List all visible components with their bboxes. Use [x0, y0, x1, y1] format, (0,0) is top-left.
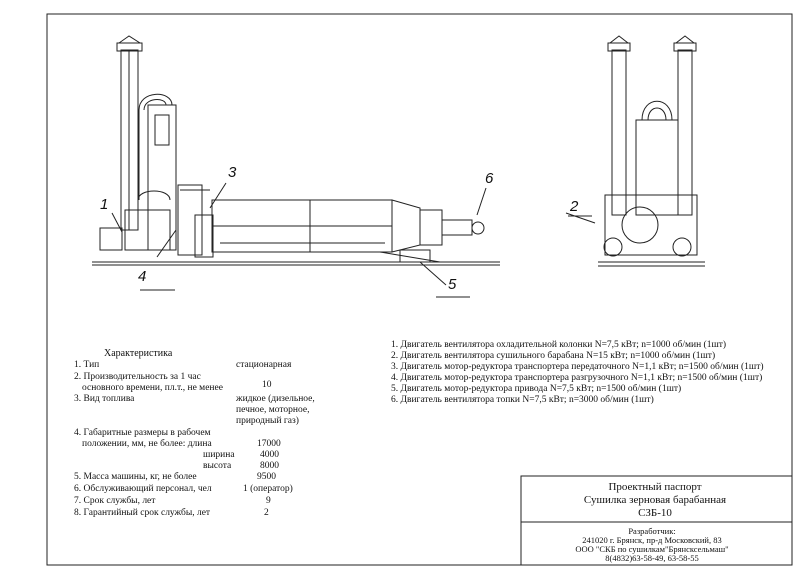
spec-value: 9 — [266, 496, 271, 506]
spec-label: положении, мм, не более: длина — [82, 439, 212, 449]
callout-3: 3 — [228, 164, 237, 181]
motor-item: 3. Двигатель мотор-редуктора транспортер… — [391, 362, 764, 372]
spec-label: 1. Тип — [74, 360, 100, 370]
fan-motor-2 — [603, 237, 623, 257]
callout-2: 2 — [570, 198, 579, 215]
motor-item: 5. Двигатель мотор-редуктора привода N=7… — [391, 384, 682, 394]
spec-value: природный газ) — [236, 416, 299, 426]
spec-label: ширина — [203, 450, 235, 460]
callout-5: 5 — [448, 276, 457, 293]
motor-item: 4. Двигатель мотор-редуктора транспортер… — [391, 373, 763, 383]
title-block-frame — [520, 475, 793, 566]
fan-motor-1 — [99, 227, 123, 251]
spec-label: 7. Срок службы, лет — [74, 496, 156, 506]
motor-item: 1. Двигатель вентилятора охладительной к… — [391, 340, 727, 350]
spec-value: 8000 — [260, 461, 279, 471]
spec-label: 6. Обслуживающий персонал, чел — [74, 484, 212, 494]
spec-value: 4000 — [260, 450, 279, 460]
developer-company: ООО "СКБ по сушилкам"Брянсксельмаш" — [575, 544, 729, 554]
spec-label: 4. Габаритные размеры в рабочем — [74, 428, 211, 438]
spec-value: 10 — [262, 380, 272, 390]
callout-1: 1 — [100, 196, 109, 213]
spec-value: стационарная — [236, 360, 292, 370]
developer-label: Разработчик: — [628, 526, 676, 536]
drive-motor — [399, 249, 431, 263]
spec-label: 2. Производительность за 1 час — [74, 372, 201, 382]
motor-item: 6. Двигатель вентилятора топки N=7,5 кВт… — [391, 395, 654, 405]
spec-label: высота — [203, 461, 232, 471]
motor-item: 2. Двигатель вентилятора сушильного бара… — [391, 351, 716, 361]
callout-4: 4 — [138, 268, 147, 285]
specs-title: Характеристика — [104, 348, 173, 359]
title-block-line2: Сушилка зерновая барабанная — [583, 494, 727, 506]
spec-label: 5. Масса машины, кг, не более — [74, 472, 197, 482]
spec-label: 8. Гарантийный срок службы, лет — [74, 508, 211, 518]
front-view — [565, 35, 705, 267]
developer-address: 241020 г. Брянск, пр-д Московский, 83 — [582, 535, 722, 545]
title-block-line1: Проектный паспорт — [608, 481, 702, 493]
sheet-frame — [46, 13, 793, 566]
spec-label: основного времени, пл.т., не менее — [82, 383, 223, 393]
spec-value: 1 (оператор) — [243, 484, 293, 494]
spec-value: печное, моторное, — [236, 405, 310, 415]
spec-value: 17000 — [257, 439, 281, 449]
spec-value: 2 — [264, 508, 269, 518]
title-block-line3: СЗБ-10 — [638, 507, 672, 519]
spec-value: 9500 — [257, 472, 276, 482]
developer-phone: 8(4832)63-58-49, 63-58-55 — [605, 553, 699, 563]
callout-6: 6 — [485, 170, 494, 187]
side-view — [92, 35, 500, 298]
spec-label: 3. Вид топлива — [74, 394, 135, 404]
spec-value: жидкое (дизельное, — [236, 394, 315, 404]
